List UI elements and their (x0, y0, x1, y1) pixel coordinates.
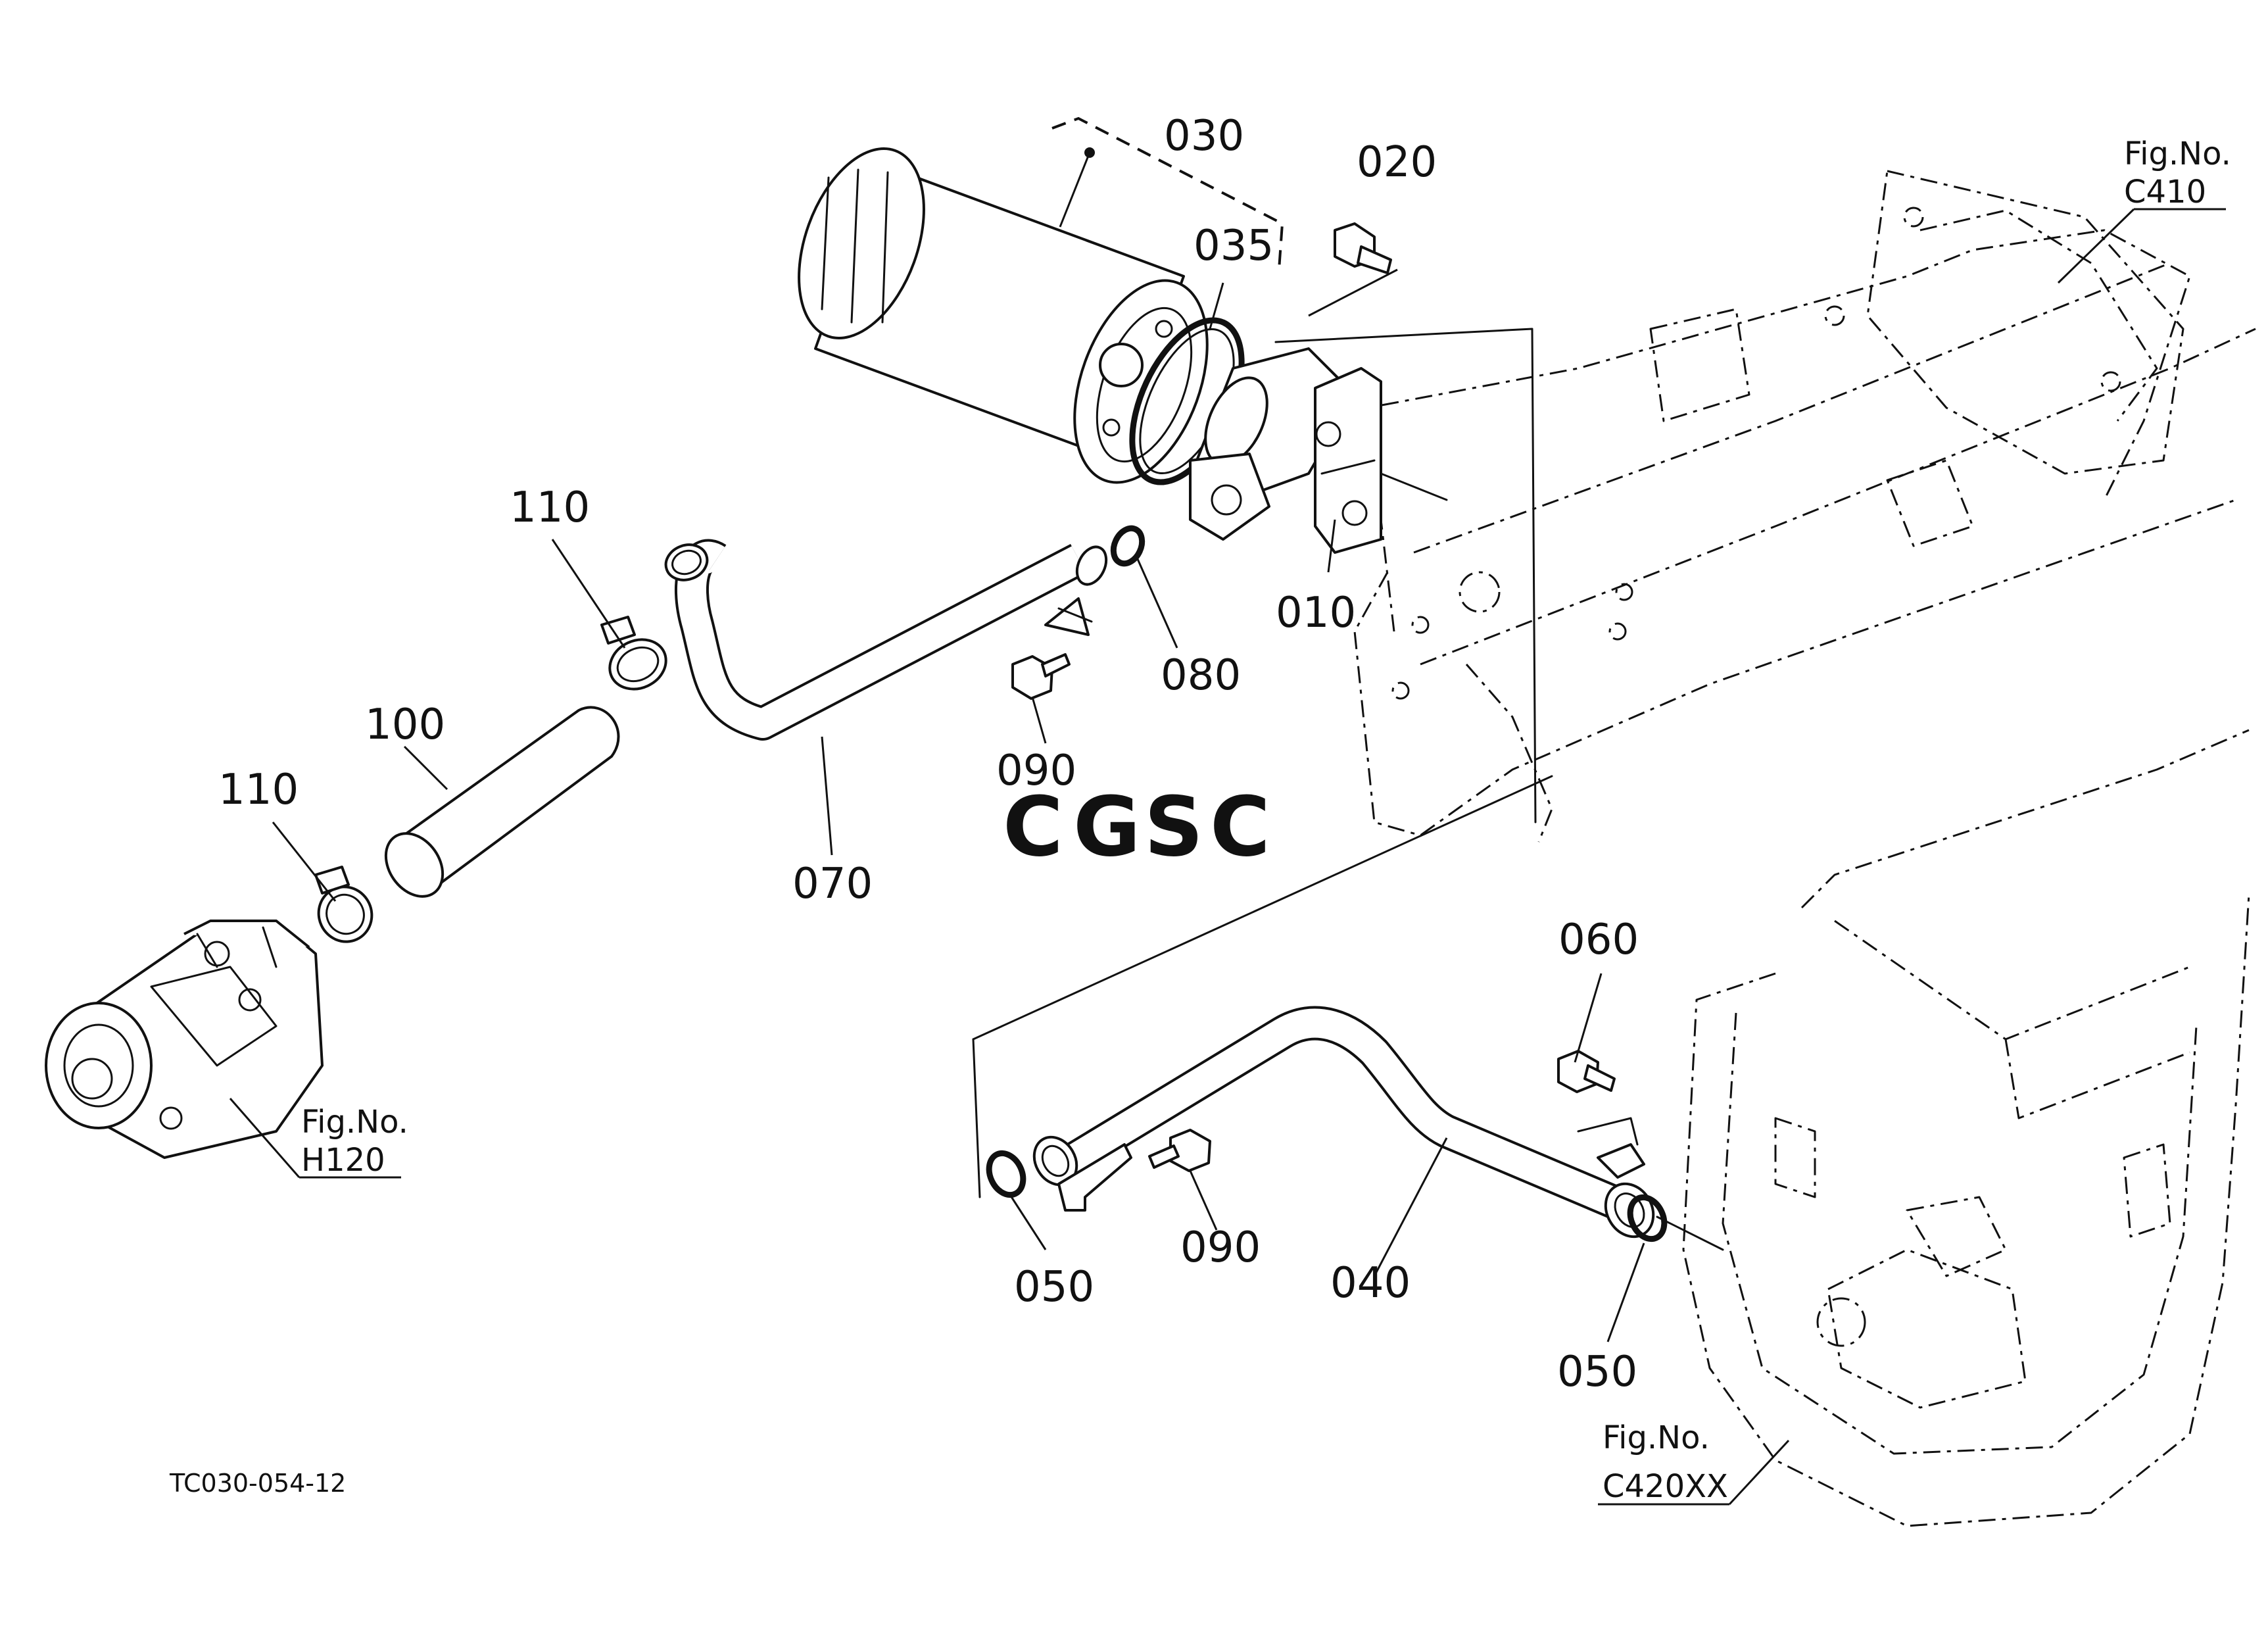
label-020: 020 (1357, 138, 1437, 187)
bolt-090-lower (1148, 1129, 1211, 1172)
label-060: 060 (1558, 916, 1639, 964)
oil-filter-cartridge (798, 147, 1209, 484)
watermark-letter-3: S (1144, 779, 1203, 875)
fig-ref-h120-label: Fig.No. (301, 1104, 408, 1141)
o-ring-050-left (986, 1150, 1026, 1198)
pipe-040 (1032, 1006, 1655, 1239)
label-100: 100 (365, 701, 445, 749)
label-070: 070 (792, 860, 873, 908)
label-080: 080 (1161, 651, 1241, 700)
label-090-lower: 090 (1180, 1223, 1261, 1272)
leader-lines (229, 152, 2226, 1506)
filter-bracket (1189, 347, 1382, 554)
label-110-lower: 110 (218, 766, 299, 814)
hose-100 (384, 706, 620, 898)
watermark-letter-2: G (1073, 779, 1141, 875)
label-050-right: 050 (1557, 1348, 1637, 1396)
label-010: 010 (1276, 589, 1356, 637)
fig-ref-h120-number: H120 (301, 1142, 385, 1179)
drawing-code: TC030-054-12 (169, 1469, 346, 1498)
figure-reference-c410: Fig.No. C410 (2124, 135, 2231, 210)
bolt-020 (1334, 222, 1392, 274)
pipe-070 (664, 539, 1108, 741)
filter-assembly-bracket (1051, 116, 1284, 270)
fig-ref-c420xx-label: Fig.No. (1603, 1419, 1710, 1456)
hose-clamp-upper (600, 616, 667, 691)
label-035: 035 (1194, 222, 1274, 270)
label-090-upper: 090 (996, 747, 1076, 795)
watermark-letter-1: C (1003, 779, 1063, 875)
transmission-housing (1353, 170, 2256, 1527)
hydraulic-pump (45, 920, 324, 1159)
watermark-logo: C G S C (1003, 779, 1270, 875)
label-030: 030 (1164, 112, 1244, 160)
fig-ref-c410-number: C410 (2124, 174, 2206, 210)
o-ring-080 (1110, 525, 1146, 567)
fig-ref-c420xx-number: C420XX (1603, 1468, 1728, 1505)
label-110-upper: 110 (510, 483, 590, 532)
watermark-letter-4: C (1210, 779, 1270, 875)
fig-ref-c410-label: Fig.No. (2124, 135, 2231, 172)
o-ring-050-right (1627, 1194, 1668, 1242)
bolt-060 (1557, 1050, 1616, 1093)
hose-clamp-lower (314, 866, 374, 943)
figure-reference-c420xx: Fig.No. C420XX (1603, 1419, 1728, 1505)
label-050-left: 050 (1014, 1263, 1094, 1312)
label-040: 040 (1330, 1259, 1411, 1308)
bolt-090-upper (1011, 653, 1071, 700)
figure-reference-h120: Fig.No. H120 (301, 1104, 408, 1179)
part-labels: 030 020 035 010 080 090 070 110 100 110 … (218, 112, 1639, 1396)
